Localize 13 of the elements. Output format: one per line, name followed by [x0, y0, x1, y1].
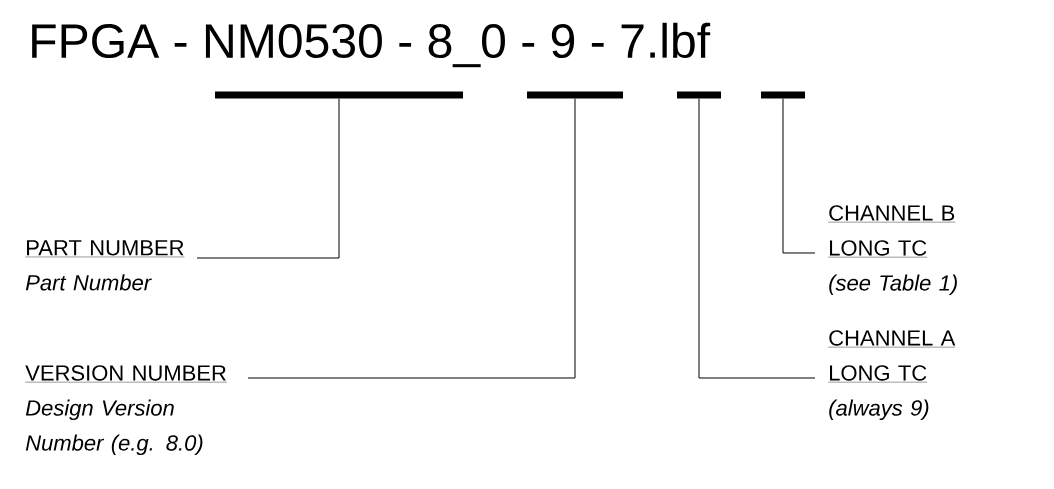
- underline-bar: [527, 91, 623, 99]
- label-text: CHANNEL B LONG TC (see Table 1): [828, 205, 957, 296]
- leader-line: [782, 98, 816, 254]
- underline-bar: [215, 91, 463, 99]
- file-name-title: FPGA - NM0530 - 8_0 - 9 - 7.lbf: [32, 22, 711, 68]
- underline-bar: [761, 91, 805, 99]
- label-text: CHANNEL A LONG TC (always 9): [828, 330, 956, 421]
- label-text: PART NUMBER Part Number: [25, 240, 185, 291]
- underline-bar: [677, 91, 721, 99]
- leader-line: [698, 98, 816, 379]
- label-text: VERSION NUMBER Design Version Number (e.g. 8.0): [25, 365, 228, 456]
- leader-line: [247, 98, 576, 379]
- leader-line: [196, 98, 340, 259]
